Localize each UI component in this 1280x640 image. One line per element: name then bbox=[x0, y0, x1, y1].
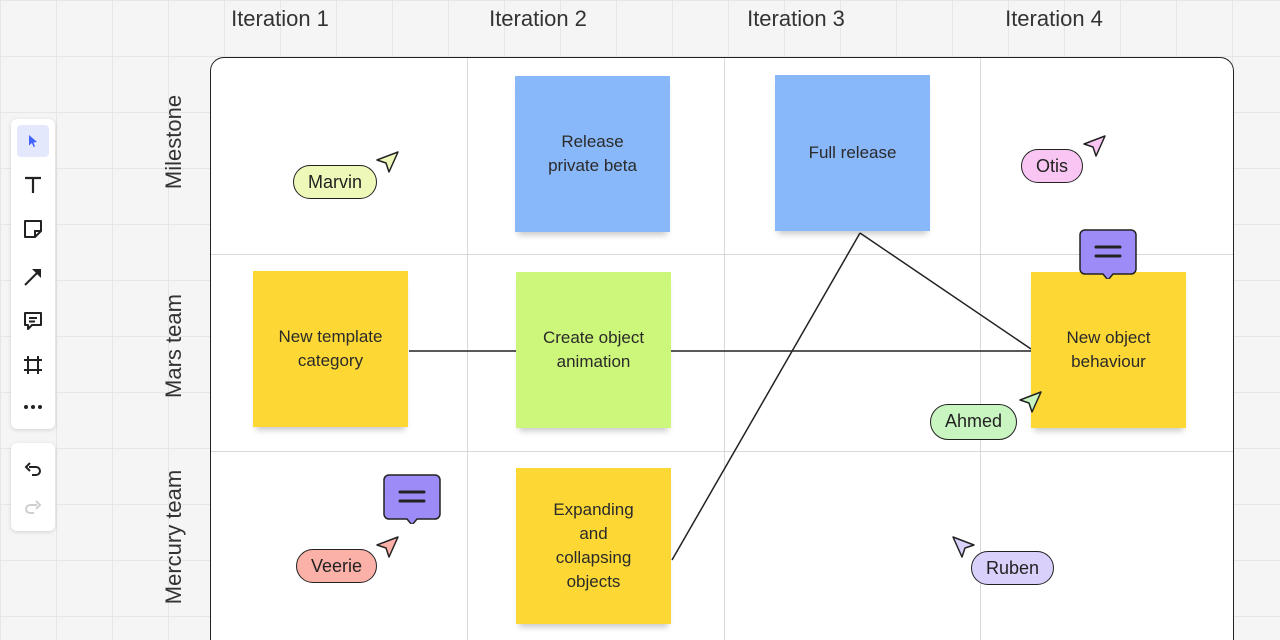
cursor-label-marvin: Marvin bbox=[293, 165, 378, 199]
undo-button[interactable] bbox=[17, 453, 49, 485]
cursor-pointer-icon bbox=[376, 536, 399, 558]
cursor-pointer-icon bbox=[1019, 391, 1042, 413]
sticky-note-new-object-behaviour[interactable]: New object behaviour bbox=[1031, 272, 1186, 428]
comment-icon[interactable] bbox=[1079, 229, 1137, 279]
cursor-pointer-icon bbox=[376, 151, 399, 173]
undo-icon bbox=[24, 462, 41, 476]
arrow-icon bbox=[24, 269, 41, 286]
grid-divider bbox=[724, 58, 725, 640]
redo-icon bbox=[25, 500, 42, 514]
cursor-label-otis: Otis bbox=[1021, 149, 1084, 183]
redo-button[interactable] bbox=[17, 491, 49, 523]
history-toolbar bbox=[11, 443, 55, 531]
sticky-note-expanding-collapsing-objects[interactable]: Expanding and collapsing objects bbox=[516, 468, 671, 624]
arrow-tool-button[interactable] bbox=[17, 261, 49, 293]
more-tools-button[interactable] bbox=[17, 391, 49, 423]
frame-icon bbox=[24, 356, 42, 374]
sticky-note-create-object-animation[interactable]: Create object animation bbox=[516, 272, 671, 428]
comment-icon bbox=[24, 312, 42, 330]
comment-tool-button[interactable] bbox=[17, 305, 49, 337]
cursor-label-veerie: Veerie bbox=[296, 549, 378, 583]
more-icon bbox=[24, 405, 42, 409]
frame-tool-button[interactable] bbox=[17, 349, 49, 381]
comment-icon[interactable] bbox=[383, 474, 441, 524]
text-tool-button[interactable] bbox=[17, 169, 49, 201]
sticky-note-new-template-category[interactable]: New template category bbox=[253, 271, 408, 427]
sticky-note-release-private-beta[interactable]: Release private beta bbox=[515, 76, 670, 232]
sticky-note-tool-button[interactable] bbox=[17, 213, 49, 245]
select-tool-button[interactable] bbox=[17, 125, 49, 157]
cursor-pointer-icon bbox=[952, 536, 975, 558]
select-icon bbox=[29, 135, 37, 147]
cursor-label-ruben: Ruben bbox=[971, 551, 1055, 585]
sticky-note-full-release[interactable]: Full release bbox=[775, 75, 930, 231]
sticky-note-icon bbox=[24, 220, 42, 238]
grid-divider bbox=[467, 58, 468, 640]
column-header-iteration-4: Iteration 4 bbox=[1005, 6, 1103, 31]
grid-divider bbox=[211, 451, 1233, 452]
left-toolbar bbox=[11, 119, 55, 429]
column-header-iteration-3: Iteration 3 bbox=[747, 6, 845, 31]
cursor-label-ahmed: Ahmed bbox=[930, 404, 1018, 440]
column-header-iteration-1: Iteration 1 bbox=[231, 6, 329, 31]
cursor-pointer-icon bbox=[1083, 135, 1106, 157]
column-header-iteration-2: Iteration 2 bbox=[489, 6, 587, 31]
text-icon bbox=[25, 176, 41, 193]
